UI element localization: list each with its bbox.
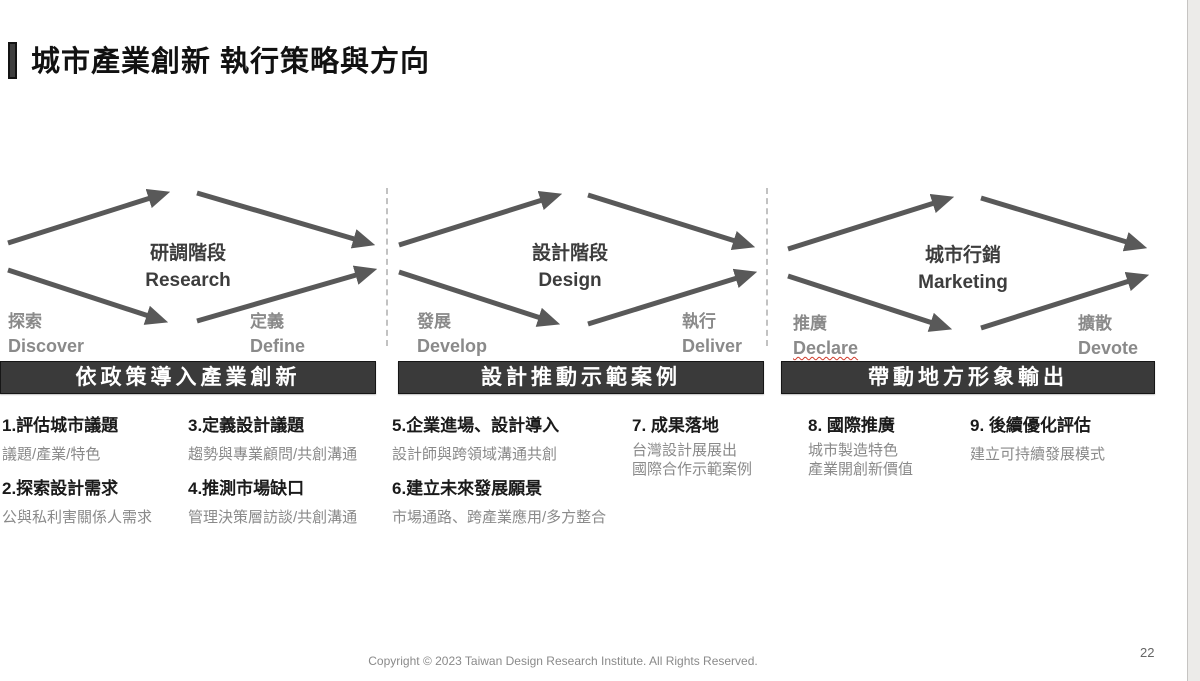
item-7-sub-2: 國際合作示範案例 bbox=[632, 461, 753, 478]
declare-zh: 推廣 bbox=[793, 314, 827, 333]
item-2-title: 2.探索設計需求 bbox=[2, 479, 119, 498]
arrow-d2-down-right bbox=[587, 192, 756, 251]
devote-en: Devote bbox=[1078, 338, 1139, 358]
arrow-d1-down-right bbox=[196, 190, 376, 249]
arrow-d1-up-left bbox=[7, 188, 171, 246]
item-1-sub: 議題/產業/特色 bbox=[2, 446, 101, 463]
item-8-sub-1: 城市製造特色 bbox=[808, 442, 899, 459]
item-2-sub: 公與私利害關係人需求 bbox=[2, 509, 153, 526]
items-column-1: 1.評估城市議題 議題/產業/特色 2.探索設計需求 公與私利害關係人需求 bbox=[2, 408, 152, 527]
deliver-en: Deliver bbox=[682, 336, 743, 356]
corner-label-devote: 擴散 Devote bbox=[1078, 312, 1138, 360]
corner-label-define: 定義 Define bbox=[250, 310, 305, 358]
items-column-5: 8. 國際推廣 城市製造特色 產業開創新價值 bbox=[808, 408, 913, 479]
declare-en: Declare bbox=[793, 338, 859, 358]
arrow-d2-up-left bbox=[398, 190, 563, 248]
arrow-d2-down-left bbox=[398, 269, 561, 327]
item-6-title: 6.建立未來發展願景 bbox=[392, 479, 543, 498]
banner-policy-innovation: 依政策導入產業創新 bbox=[0, 361, 376, 394]
items-column-4: 7. 成果落地 台灣設計展展出 國際合作示範案例 bbox=[632, 408, 752, 479]
corner-label-discover: 探索 Discover bbox=[8, 310, 84, 358]
arrow-d2-up-right bbox=[587, 268, 758, 327]
develop-zh: 發展 bbox=[417, 312, 451, 331]
item-4-title: 4.推測市場缺口 bbox=[188, 479, 305, 498]
deliver-zh: 執行 bbox=[682, 312, 716, 331]
process-diamond-arrows bbox=[7, 188, 1150, 332]
item-5-title: 5.企業進場、設計導入 bbox=[392, 416, 560, 435]
arrow-d3-down-left bbox=[787, 273, 953, 332]
arrow-d3-up-right bbox=[980, 271, 1150, 331]
title-accent-bar bbox=[8, 42, 17, 79]
item-8-sub-2: 產業開創新價值 bbox=[808, 461, 914, 478]
item-6-sub: 市場通路、跨產業應用/多方整合 bbox=[392, 509, 607, 526]
item-1-title: 1.評估城市議題 bbox=[2, 416, 119, 435]
item-8-title: 8. 國際推廣 bbox=[808, 416, 895, 435]
arrow-d1-up-right bbox=[196, 265, 378, 324]
copyright-footer: Copyright © 2023 Taiwan Design Research … bbox=[368, 654, 758, 668]
phase-divider-1 bbox=[386, 188, 388, 346]
define-zh: 定義 bbox=[250, 312, 284, 331]
stage-design-zh: 設計階段 bbox=[531, 243, 608, 264]
phase-divider-2 bbox=[766, 188, 768, 346]
stage-research-en: Research bbox=[145, 270, 231, 291]
item-7-title: 7. 成果落地 bbox=[632, 416, 719, 435]
item-7-sub-1: 台灣設計展展出 bbox=[632, 442, 738, 459]
item-5-sub: 設計師與跨領域溝通共創 bbox=[392, 446, 558, 463]
window-edge-strip bbox=[1187, 0, 1200, 681]
arrow-d3-up-left bbox=[787, 193, 955, 252]
corner-label-deliver: 執行 Deliver bbox=[682, 310, 742, 358]
item-3-sub: 趨勢與專業顧問/共創溝通 bbox=[188, 446, 358, 463]
stage-design-en: Design bbox=[538, 270, 602, 291]
items-column-6: 9. 後續優化評估 建立可持續發展模式 bbox=[970, 408, 1105, 464]
item-9-title: 9. 後續優化評估 bbox=[970, 416, 1091, 435]
item-4-sub: 管理決策層訪談/共創溝通 bbox=[188, 509, 358, 526]
banner-local-image-output: 帶動地方形象輸出 bbox=[781, 361, 1155, 394]
stage-label-marketing: 城市行銷 Marketing bbox=[863, 242, 1063, 296]
page-number: 22 bbox=[1140, 645, 1155, 660]
stage-marketing-en: Marketing bbox=[918, 272, 1008, 293]
arrow-d3-down-right bbox=[980, 195, 1148, 252]
define-en: Define bbox=[250, 336, 306, 356]
develop-en: Develop bbox=[417, 336, 488, 356]
item-3-title: 3.定義設計議題 bbox=[188, 416, 305, 435]
stage-marketing-zh: 城市行銷 bbox=[924, 245, 1001, 266]
stage-label-research: 研調階段 Research bbox=[88, 240, 288, 294]
arrow-d1-down-left bbox=[7, 267, 169, 325]
banner-design-demo-cases: 設計推動示範案例 bbox=[398, 361, 764, 394]
discover-en: Discover bbox=[8, 336, 85, 356]
corner-label-develop: 發展 Develop bbox=[417, 310, 487, 358]
corner-label-declare: 推廣 Declare bbox=[793, 312, 858, 360]
devote-zh: 擴散 bbox=[1078, 314, 1112, 333]
items-column-2: 3.定義設計議題 趨勢與專業顧問/共創溝通 4.推測市場缺口 管理決策層訪談/共… bbox=[188, 408, 357, 527]
page-title: 城市產業創新 執行策略與方向 bbox=[31, 46, 431, 78]
stage-label-design: 設計階段 Design bbox=[470, 240, 670, 294]
stage-research-zh: 研調階段 bbox=[149, 243, 226, 264]
discover-zh: 探索 bbox=[8, 312, 42, 331]
item-9-sub: 建立可持續發展模式 bbox=[970, 446, 1106, 463]
items-column-3: 5.企業進場、設計導入 設計師與跨領域溝通共創 6.建立未來發展願景 市場通路、… bbox=[392, 408, 606, 527]
